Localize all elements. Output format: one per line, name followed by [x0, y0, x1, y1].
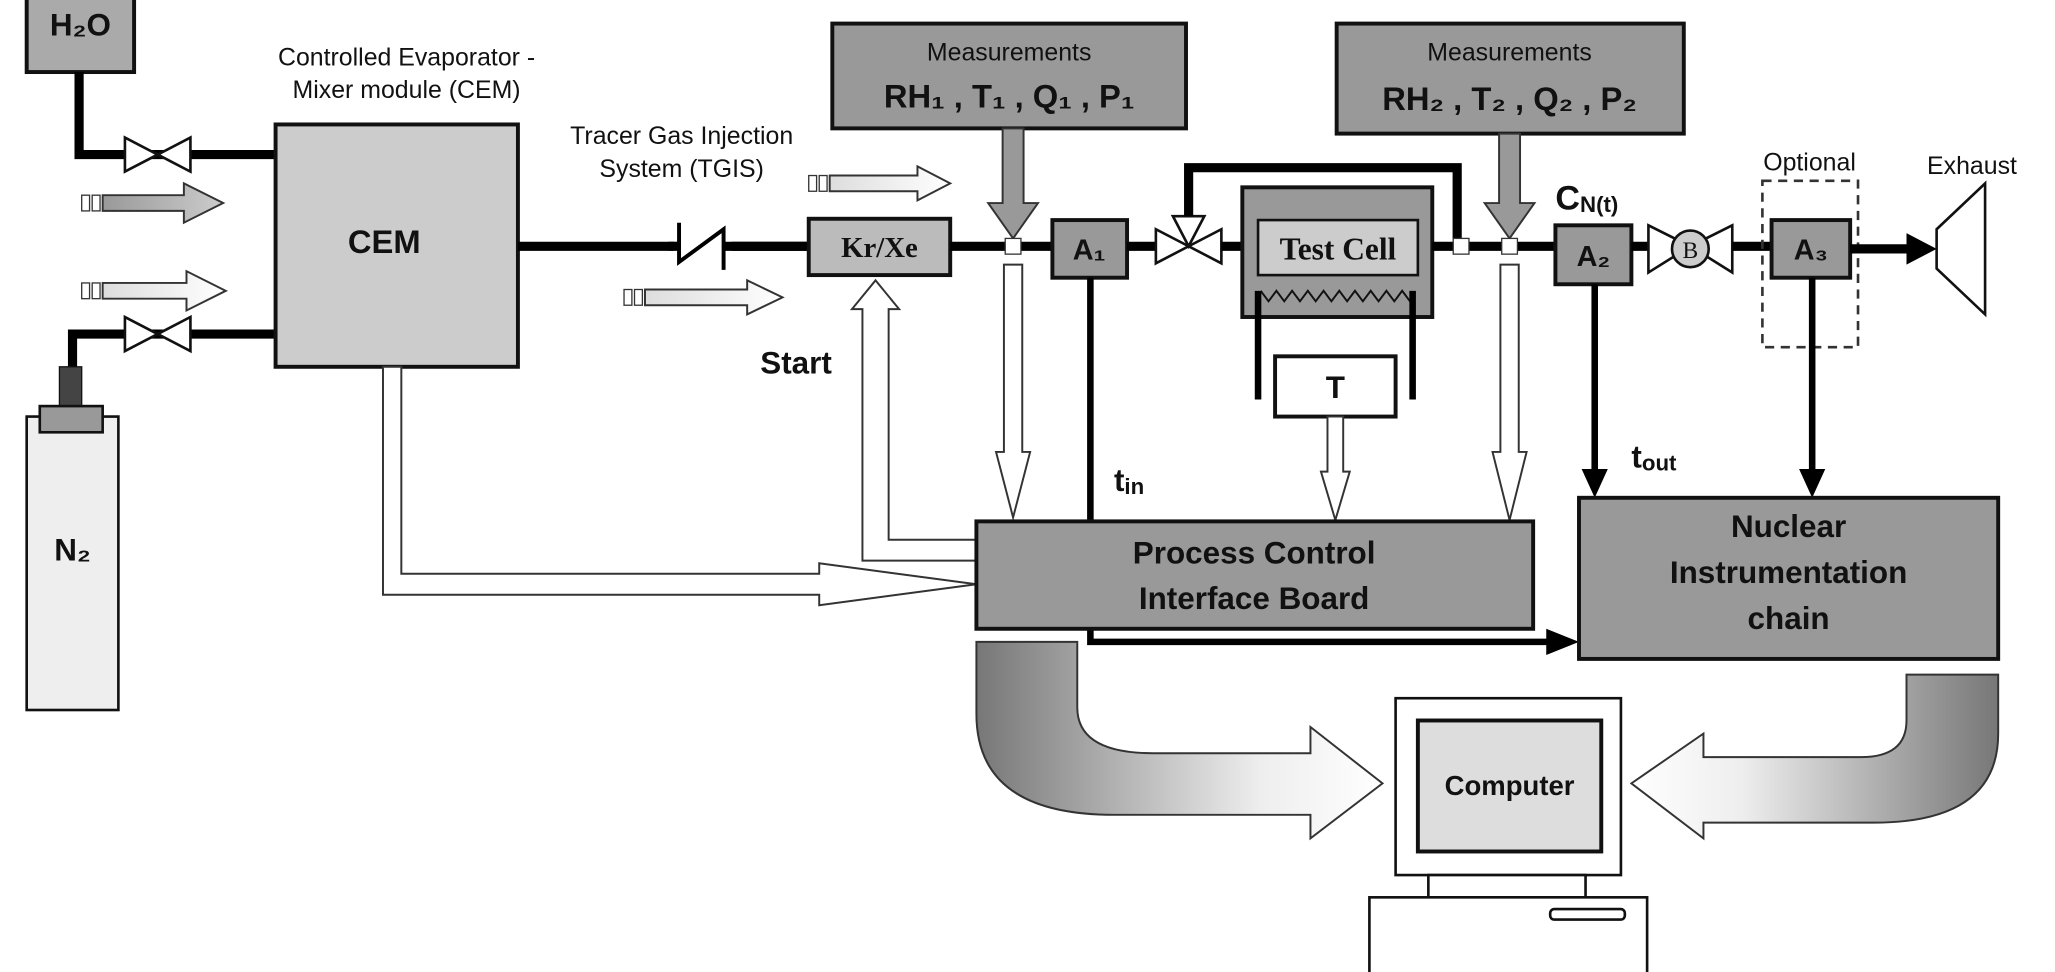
board-to-computer-arrow-icon — [975, 640, 1385, 841]
exhaust-arrowhead-icon — [1906, 233, 1937, 265]
detector-a2: A₂ — [1553, 223, 1634, 287]
nic-to-computer-arrow-icon — [1629, 673, 2000, 841]
inflow-arrow-white-icon — [81, 269, 228, 313]
cem-module: CEM — [273, 122, 520, 369]
three-way-valve-icon — [1154, 214, 1223, 266]
butterfly-valve-b-icon: B — [1647, 223, 1734, 275]
tracer-inflow-arrow-icon — [808, 164, 953, 203]
nitrogen-cylinder: N₂ — [25, 366, 120, 712]
tgis-label-line2: System (TGIS) — [599, 155, 763, 183]
nic-label-line3: chain — [1748, 601, 1830, 636]
test-cell-label: Test Cell — [1280, 231, 1397, 266]
test-cell: Test Cell — [1240, 185, 1435, 319]
measurements-2-values: RH₂ , T₂ , Q₂ , P₂ — [1382, 80, 1637, 117]
kr-xe-injector: Kr/Xe — [806, 216, 953, 278]
water-valve-icon — [123, 135, 192, 174]
cem-label: CEM — [348, 223, 421, 260]
tin-label: tin — [1114, 463, 1144, 499]
nic-label-line1: Nuclear — [1731, 509, 1846, 544]
computer-icon: Computer — [1368, 696, 1649, 972]
measurement-2-input-arrow-icon — [1482, 132, 1537, 241]
a3-label: A₃ — [1794, 234, 1828, 266]
detector-a1: A₁ — [1050, 218, 1130, 280]
measurement-1-input-arrow-icon — [986, 127, 1040, 241]
process-control-interface-board: Process Control Interface Board — [974, 519, 1536, 631]
cnt-label: CN(t) — [1555, 180, 1618, 218]
b-label: B — [1682, 238, 1698, 264]
optional-dashed-frame — [1761, 179, 1860, 349]
a2-label: A₂ — [1577, 241, 1611, 273]
krxe-label: Kr/Xe — [841, 232, 918, 264]
h2o-label: H₂O — [50, 7, 111, 42]
pcib-label-line2: Interface Board — [1139, 581, 1370, 616]
cem-caption-line1: Controlled Evaporator - — [278, 43, 535, 71]
a1-signal-line — [1087, 277, 1553, 646]
tout-label: tout — [1631, 440, 1677, 476]
exhaust-label: Exhaust — [1927, 152, 2017, 180]
pcib-label-line1: Process Control — [1133, 535, 1376, 570]
temperature-signal-arrow-icon — [1319, 415, 1352, 524]
h2o-tank: H₂O — [24, 0, 137, 75]
start-signal-arrow-icon — [849, 278, 978, 562]
measurements-1-values: RH₁ , T₁ , Q₁ , P₁ — [884, 77, 1135, 114]
detector-a3: A₃ — [1769, 218, 1853, 280]
optional-label: Optional — [1763, 148, 1856, 176]
water-pipe — [74, 72, 276, 160]
a1-label: A₁ — [1073, 234, 1106, 266]
a3-arrowhead-icon — [1799, 468, 1826, 498]
sensor-port-1 — [1004, 237, 1022, 255]
heater-coil-icon — [1259, 289, 1411, 303]
inflow-arrow-gray-icon — [81, 181, 226, 225]
computer-label: Computer — [1445, 770, 1575, 801]
nic-label-line2: Instrumentation — [1670, 555, 1907, 590]
measurements-2-title: Measurements — [1427, 38, 1592, 66]
a1-arrowhead-icon — [1546, 628, 1579, 655]
temperature-controller: T — [1273, 354, 1398, 419]
measurement-2-signal-arrow-icon — [1491, 263, 1528, 521]
measurements-2-box: Measurements RH₂ , T₂ , Q₂ , P₂ — [1334, 21, 1686, 136]
tracer-gas-arrow-icon — [623, 278, 785, 316]
sensor-port-2 — [1501, 237, 1519, 255]
nitrogen-valve-icon — [123, 314, 192, 354]
exhaust-fan-icon — [1935, 180, 1987, 318]
measurements-1-box: Measurements RH₁ , T₁ , Q₁ , P₁ — [830, 21, 1188, 131]
t-label: T — [1326, 370, 1345, 405]
tgis-label-line1: Tracer Gas Injection — [570, 122, 793, 150]
cem-caption-line2: Mixer module (CEM) — [293, 76, 521, 104]
cem-signal-arrow-icon — [382, 365, 977, 607]
measurement-1-signal-arrow-icon — [994, 263, 1032, 522]
start-label: Start — [760, 345, 832, 380]
nitrogen-pipe — [67, 329, 276, 370]
a2-arrowhead-icon — [1581, 468, 1608, 498]
n2-label: N₂ — [54, 533, 91, 568]
nuclear-instrumentation-chain: Nuclear Instrumentation chain — [1577, 495, 2001, 661]
bypass-junction — [1452, 237, 1470, 255]
bypass-pipe — [1184, 163, 1462, 240]
measurements-1-title: Measurements — [927, 38, 1092, 66]
